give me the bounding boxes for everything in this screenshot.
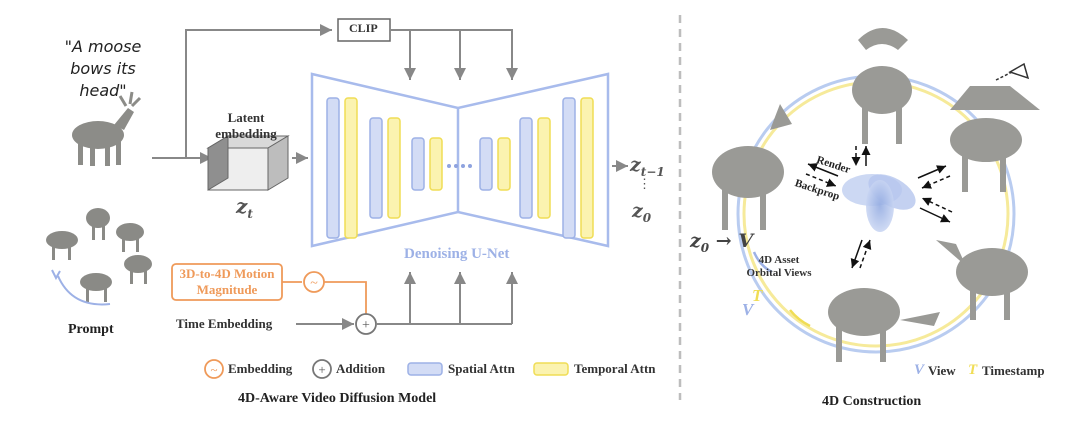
prompt-caption: Prompt: [68, 322, 114, 337]
latent-label: Latent embedding: [215, 110, 277, 141]
moose-view-right: [936, 240, 1028, 320]
unet-label: Denoising U-Net: [404, 246, 510, 262]
temporal-attn-block: [387, 117, 401, 219]
vertical-ellipsis: ⋮: [638, 176, 651, 191]
zt-label: zt: [236, 194, 253, 221]
camera-icon: [995, 62, 1030, 81]
temporal-attn-block: [429, 137, 443, 191]
legend-timestamp-icon: T: [968, 362, 978, 378]
spatial-attn-block: [326, 97, 340, 239]
prompt-text: "A moose bows its head": [64, 37, 142, 100]
spatial-attn-block: [479, 137, 493, 191]
left-caption: 4D-Aware Video Diffusion Model: [238, 391, 437, 406]
svg-text:+: +: [362, 318, 370, 333]
legend-view-label: View: [928, 363, 956, 378]
latent-cube: [206, 135, 290, 191]
unet-blocks: [326, 97, 594, 239]
svg-text:~: ~: [210, 362, 217, 377]
temporal-attn-block: [344, 97, 358, 239]
moose-image-prompt: [72, 91, 142, 166]
temporal-attn-block: [580, 97, 594, 239]
render-backprop-arrows: [805, 146, 953, 269]
svg-text:~: ~: [310, 276, 318, 291]
legend-temporal-label: Temporal Attn: [574, 361, 656, 376]
spatial-attn-block: [411, 137, 425, 191]
orbit-arc-small: [57, 275, 111, 306]
legend-timestamp-label: Timestamp: [982, 363, 1045, 378]
orbit-t-symbol: T: [752, 286, 763, 305]
orbit-v-symbol: V: [742, 300, 754, 319]
temporal-attn-block: [497, 137, 511, 191]
legend-view-icon: V: [914, 362, 925, 378]
moose-view-topright: [950, 86, 1040, 192]
gaussian-4d-asset: [842, 174, 916, 232]
moose-view-left: [712, 104, 792, 230]
legend-spatial-icon: [407, 362, 443, 376]
svg-text:+: +: [318, 362, 325, 377]
output-z0: z0: [632, 200, 652, 225]
legend-temporal-icon: [533, 362, 569, 376]
legend-addition-label: Addition: [336, 361, 386, 376]
moose-view-bottom: [828, 288, 940, 362]
moose-view-top: [852, 28, 912, 144]
moose-views-group: [46, 208, 152, 302]
output-zt-minus-1: zt−1: [630, 154, 665, 179]
spatial-attn-block: [369, 117, 383, 219]
legend-addition-icon: [312, 359, 332, 379]
legend-embedding-label: Embedding: [228, 361, 293, 376]
legend-spatial-label: Spatial Attn: [448, 361, 515, 376]
z0-to-v-label: z0 → V: [690, 230, 754, 255]
spatial-attn-block: [562, 97, 576, 239]
time-embedding-label: Time Embedding: [176, 316, 273, 331]
legend-embedding-icon: [204, 359, 224, 379]
temporal-attn-block: [537, 117, 551, 219]
spatial-attn-block: [519, 117, 533, 219]
clip-label: CLIP: [349, 21, 378, 35]
prompt-to-clip-arrow: [185, 24, 332, 158]
right-caption: 4D Construction: [822, 394, 922, 409]
